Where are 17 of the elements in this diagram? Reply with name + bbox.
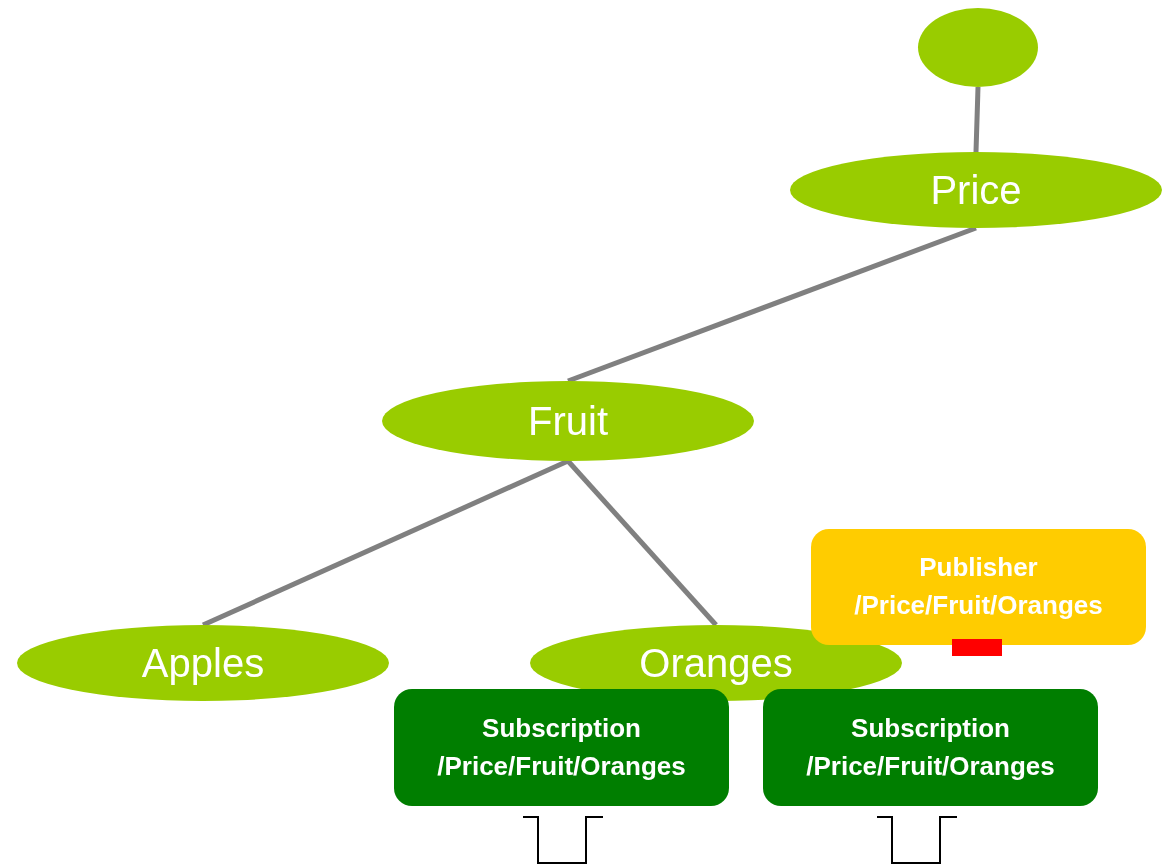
- connector-line: [567, 225, 977, 384]
- connector-line: [566, 459, 718, 627]
- box-heading: Subscription: [851, 711, 1010, 745]
- subscription-box: [394, 689, 729, 806]
- node-label: /Price/Fruit/Oranges: [854, 589, 1103, 622]
- node-label: Price: [930, 167, 1022, 214]
- connector-line: [973, 86, 981, 153]
- box-heading: Subscription: [482, 711, 641, 745]
- node-label: Oranges: [639, 640, 793, 687]
- box-heading: Publisher: [919, 551, 1038, 585]
- subscription-box: [763, 689, 1098, 806]
- node-label: /Price/Fruit/Oranges: [437, 749, 686, 783]
- node-label: /Price/Fruit/Oranges: [806, 749, 1055, 783]
- publisher-box: [811, 529, 1146, 645]
- node-label: Fruit: [528, 398, 608, 445]
- node-label: Apples: [141, 640, 265, 687]
- connector-line: [201, 458, 570, 628]
